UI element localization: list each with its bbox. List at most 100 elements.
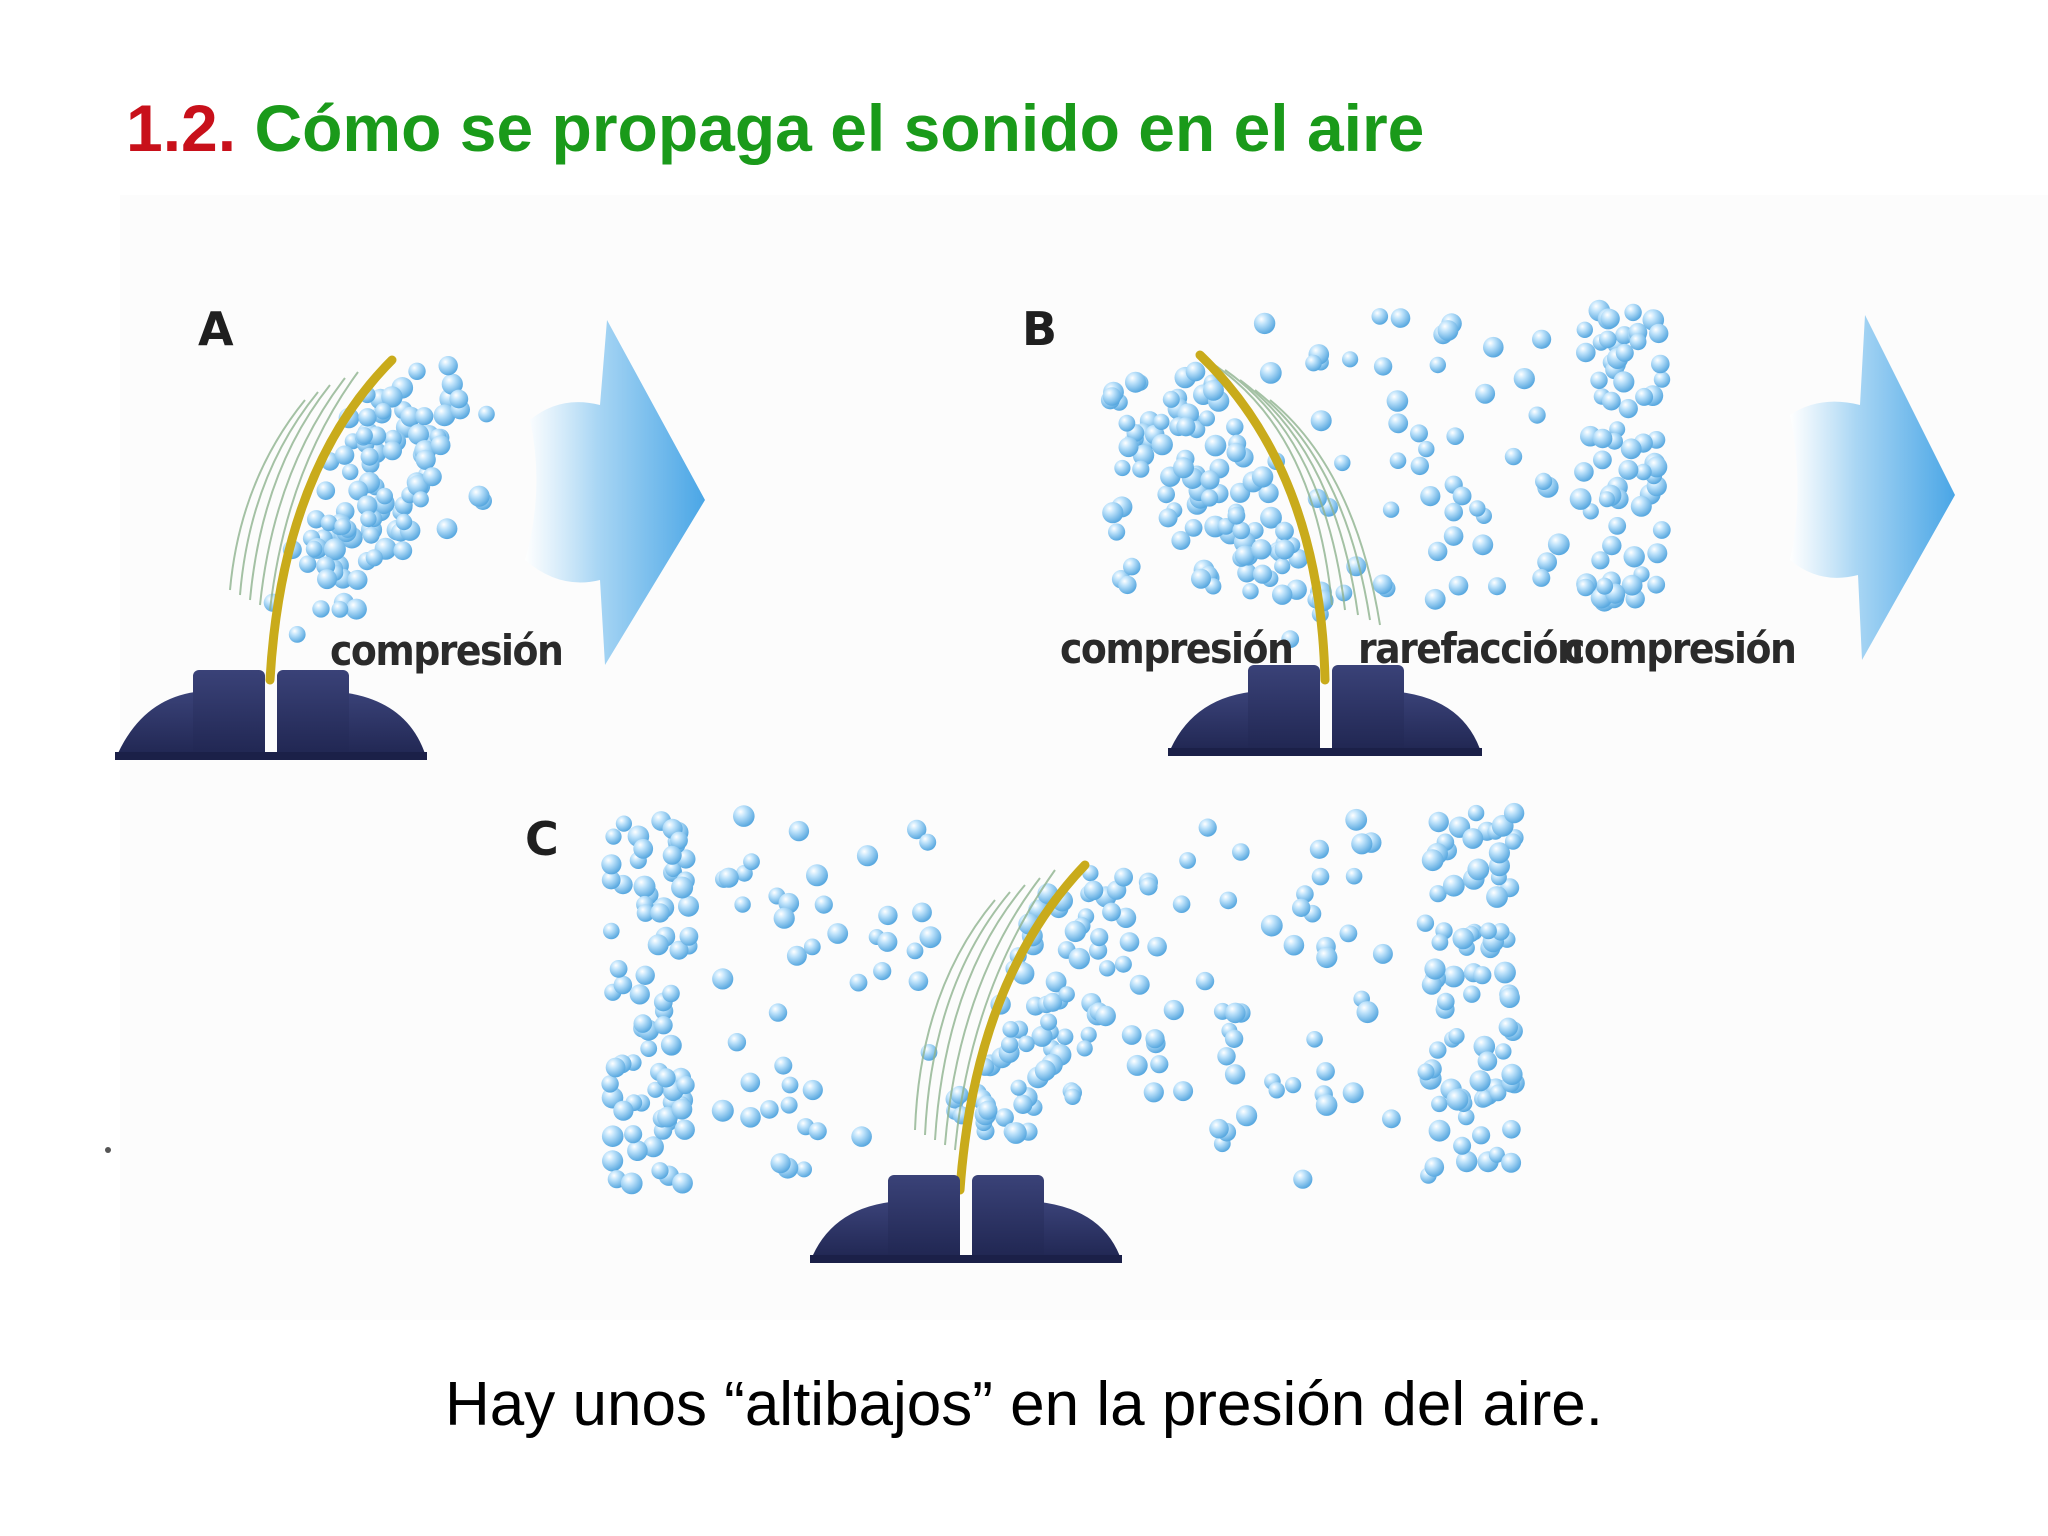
title-text: Cómo se propaga el sonido en el aire [254, 91, 1425, 165]
air-particle [1123, 557, 1141, 576]
air-particle [650, 903, 670, 923]
air-particle [1305, 354, 1322, 372]
air-particle [1076, 1040, 1093, 1057]
slide-title: 1.2. Cómo se propaga el sonido en el air… [126, 88, 1424, 168]
air-particle [1421, 849, 1444, 872]
air-particle [786, 945, 807, 966]
air-particle [907, 819, 927, 840]
air-particle [624, 1125, 643, 1144]
air-particle [1226, 418, 1244, 436]
air-particle [1080, 1026, 1097, 1043]
air-particle [1145, 1029, 1165, 1049]
air-particle [1590, 371, 1608, 389]
air-particle [357, 495, 378, 516]
air-particle [1488, 1146, 1505, 1163]
air-particle [672, 1172, 693, 1194]
panel-c: C [525, 802, 1525, 1263]
air-particle [1600, 309, 1620, 329]
air-particle [1437, 320, 1459, 341]
air-particle [1424, 588, 1446, 610]
air-particle [1119, 932, 1140, 952]
air-particle [878, 905, 898, 926]
air-particle [671, 1098, 693, 1120]
air-particle [299, 555, 317, 573]
air-particle [780, 1096, 798, 1114]
air-particle [620, 1172, 643, 1195]
air-particle [1388, 413, 1409, 434]
air-particle [1429, 356, 1447, 374]
air-particle [1259, 362, 1282, 384]
air-particle [950, 1085, 969, 1104]
air-particle [316, 481, 336, 501]
air-particle [1630, 495, 1652, 517]
air-particle [433, 404, 456, 427]
air-particle [374, 402, 392, 420]
air-particle [1095, 1005, 1116, 1027]
air-particle [1316, 946, 1338, 969]
panel-a-motion-lines [229, 371, 359, 611]
air-particle [1469, 1070, 1491, 1092]
air-particle [1224, 1029, 1244, 1049]
air-particle [1108, 523, 1126, 541]
air-particle [1528, 406, 1546, 424]
air-particle [1618, 459, 1639, 480]
air-particle [1083, 880, 1104, 901]
air-particle [1373, 357, 1393, 376]
air-particle [1424, 958, 1446, 980]
air-particle [601, 1075, 619, 1093]
air-particle [288, 626, 306, 643]
air-particle [449, 389, 469, 409]
air-particle [1623, 546, 1645, 568]
air-particle [1456, 1150, 1478, 1173]
air-particle [676, 1075, 695, 1095]
panel-b-reed [1195, 350, 1330, 685]
air-particle [1345, 808, 1368, 831]
air-particle [400, 406, 421, 427]
air-particle [1502, 1120, 1521, 1139]
air-particle [718, 867, 739, 888]
air-particle [415, 407, 434, 426]
air-particle [436, 518, 458, 540]
air-particle [1234, 545, 1255, 566]
air-particle [1351, 833, 1373, 855]
air-particle [395, 513, 413, 531]
air-particle [609, 960, 628, 978]
air-particle [1371, 308, 1389, 325]
air-particle [1121, 1025, 1142, 1045]
air-particle [1115, 907, 1137, 928]
air-particle [601, 870, 621, 890]
air-particle [995, 1108, 1014, 1127]
air-particle [877, 931, 898, 952]
air-particle [1649, 323, 1669, 344]
air-particle [768, 1003, 788, 1022]
air-particle [438, 356, 458, 376]
air-particle [367, 426, 387, 446]
air-particle [679, 927, 699, 946]
air-particle [1532, 329, 1552, 349]
air-particle [1184, 519, 1203, 537]
air-particle [1390, 308, 1411, 328]
air-particle [1204, 434, 1227, 457]
air-particle [1473, 966, 1492, 985]
air-particle [393, 541, 413, 561]
panel-a-arrow [525, 320, 705, 665]
air-particle [674, 1119, 695, 1140]
air-particle [331, 601, 349, 618]
air-particle [1242, 583, 1259, 600]
panel-a-label-compresion: compresión [330, 626, 562, 675]
air-particle [1342, 351, 1359, 368]
air-particle [334, 445, 355, 465]
air-particle [1486, 886, 1508, 908]
air-particle [1064, 1088, 1081, 1106]
air-particle [1163, 999, 1184, 1021]
air-particle [323, 538, 346, 561]
air-particle [1224, 1064, 1246, 1085]
air-particle [1334, 454, 1351, 472]
air-particle [1428, 1119, 1451, 1142]
air-particle [1031, 1025, 1053, 1047]
air-particle [1001, 1036, 1019, 1054]
air-particle [347, 569, 368, 590]
air-particle [1191, 568, 1211, 589]
air-particle [1058, 986, 1075, 1003]
panel-b-motion-lines [1209, 361, 1381, 626]
